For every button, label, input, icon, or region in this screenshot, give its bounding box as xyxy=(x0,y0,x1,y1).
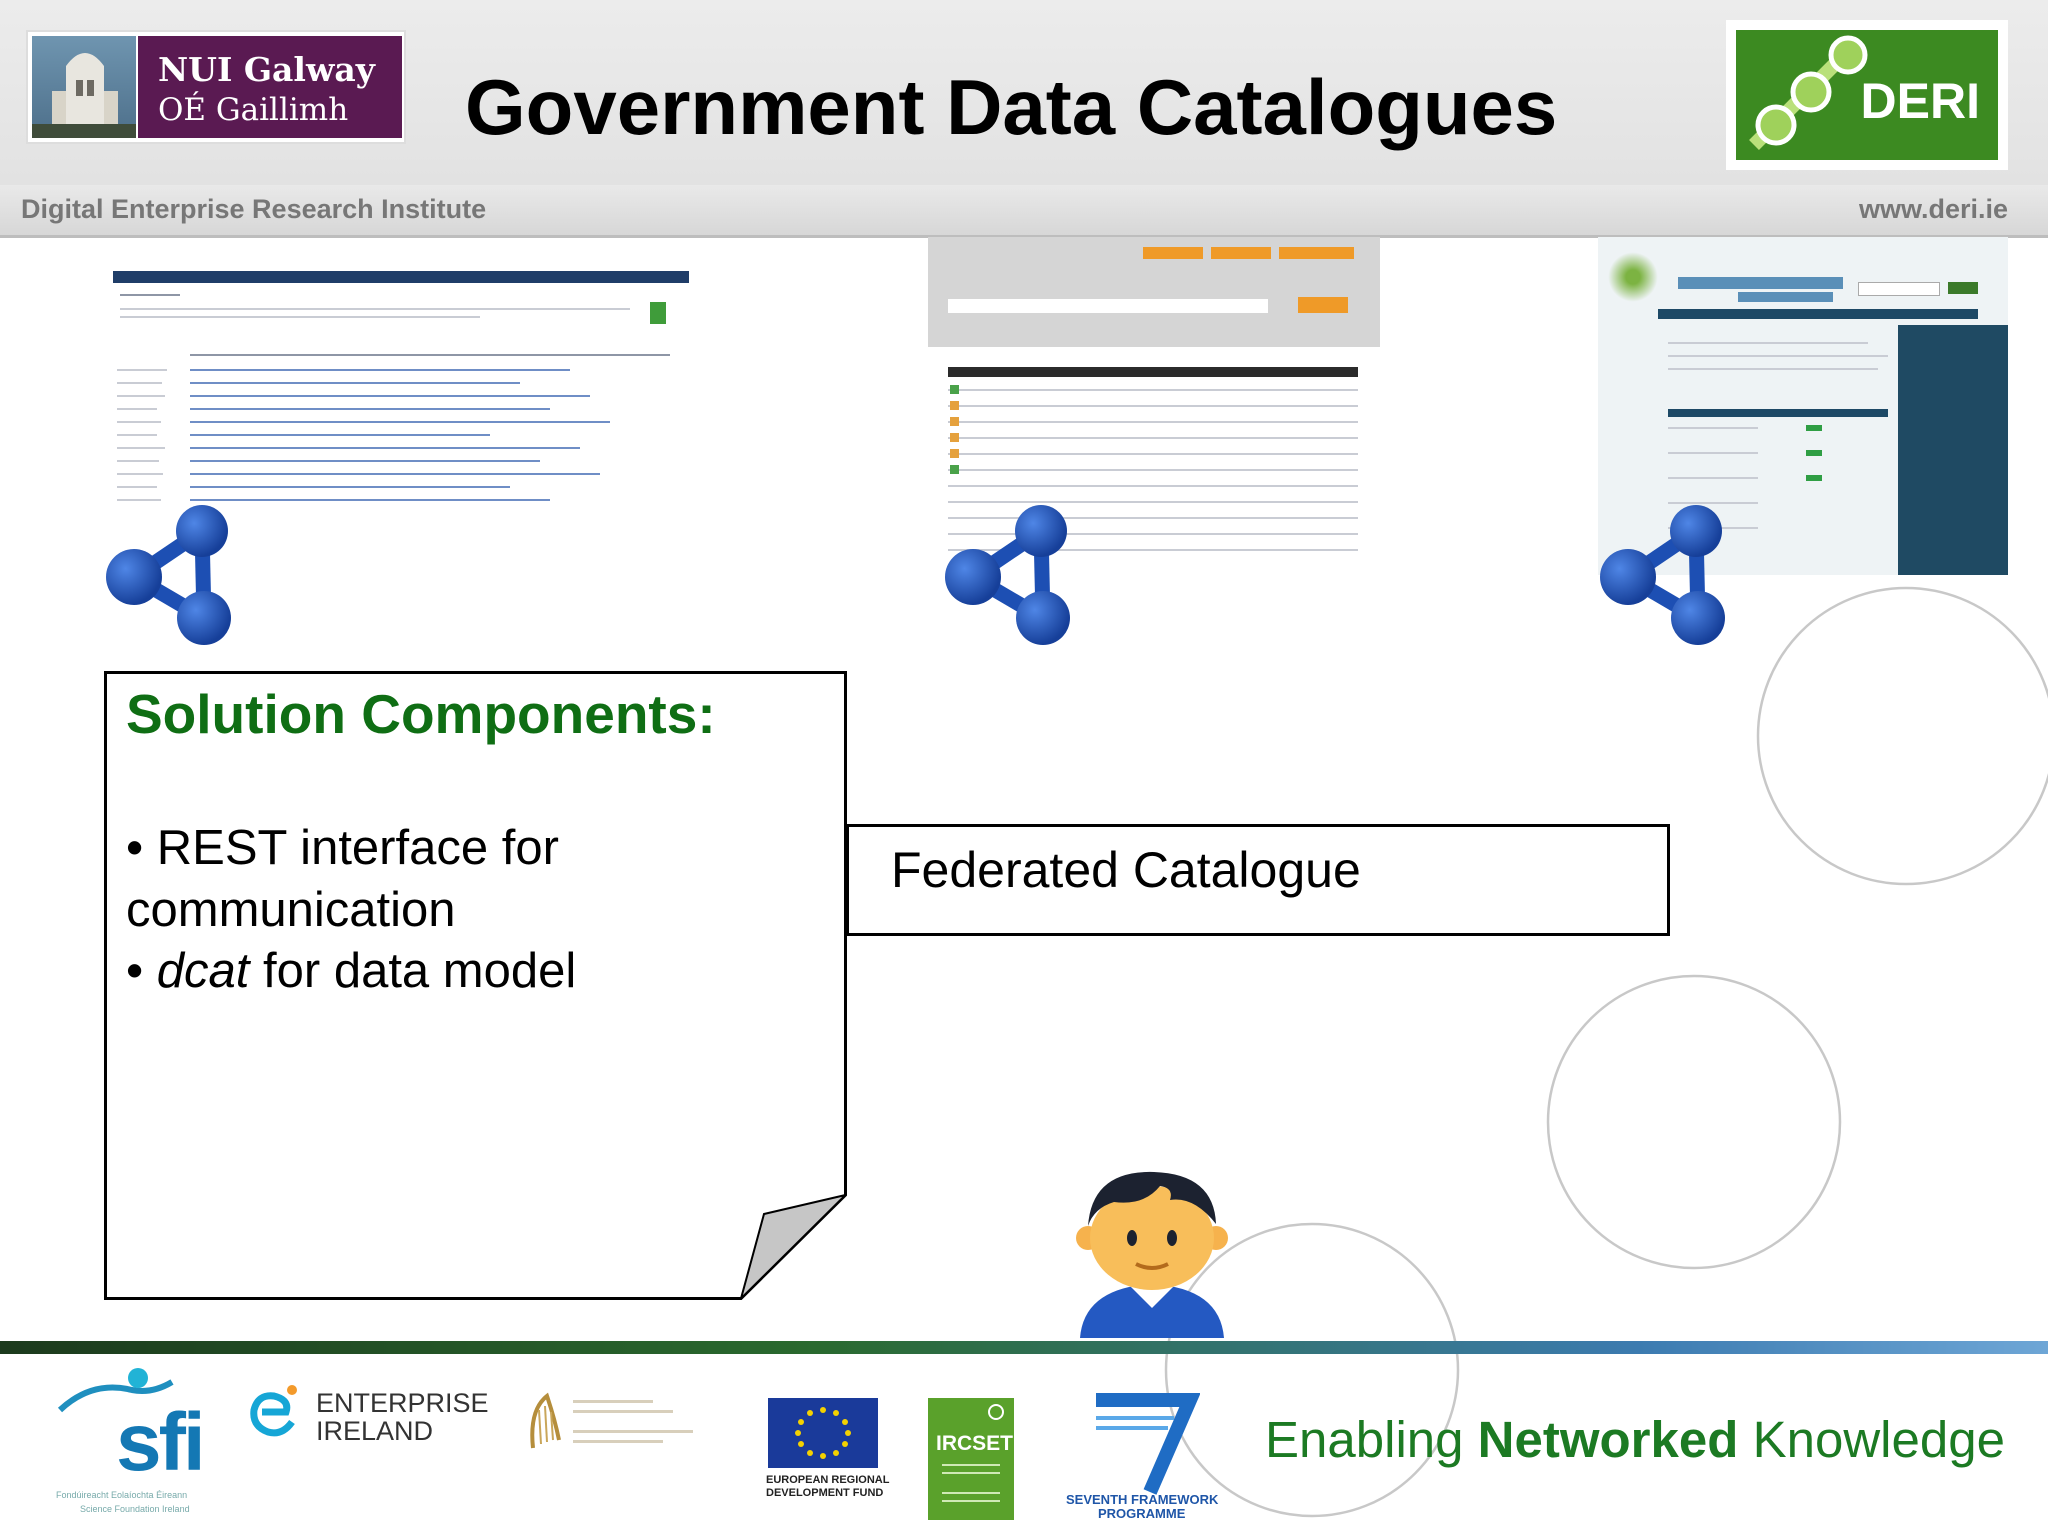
enterprise-ireland-line1: ENTERPRISE xyxy=(316,1388,489,1418)
screenshot-sidebar xyxy=(1898,325,2008,575)
tagline: Enabling Networked Knowledge xyxy=(1265,1410,2005,1469)
sfi-english-name: Science Foundation Ireland xyxy=(80,1504,190,1514)
screenshot-badge xyxy=(650,302,666,324)
bullet-dcat-text: for data model xyxy=(249,944,577,998)
sfi-irish-name: Fondúireacht Eolaíochta Éireann xyxy=(56,1490,188,1500)
solution-components-box xyxy=(104,671,847,1300)
ircset-name: IRCSET xyxy=(936,1432,1014,1455)
eu-flag-icon xyxy=(768,1398,878,1468)
solution-heading: Solution Components: xyxy=(126,683,716,745)
erdf-line1: EUROPEAN REGIONAL xyxy=(766,1474,890,1486)
sfi-wordmark: sfi xyxy=(116,1397,206,1488)
fp7-line1: SEVENTH FRAMEWORK xyxy=(1066,1492,1219,1507)
footer-band xyxy=(0,1341,2048,1354)
ircset-emblem-icon xyxy=(988,1404,1004,1420)
institute-name: Digital Enterprise Research Institute xyxy=(21,194,487,224)
share-icon xyxy=(1600,505,1725,645)
harp-icon xyxy=(530,1392,561,1449)
share-icon xyxy=(106,505,231,645)
slide-header: NUI Galway OÉ Gaillimh Government Data C… xyxy=(0,0,2048,185)
slide-title: Government Data Catalogues xyxy=(465,63,1558,151)
catalogue-screenshot-2 xyxy=(928,237,1380,572)
federated-catalogue-box: Federated Catalogue xyxy=(846,824,1670,936)
person-icon xyxy=(1076,1171,1228,1338)
university-name-box: NUI Galway OÉ Gaillimh xyxy=(138,36,402,138)
fp7-line2: PROGRAMME xyxy=(1098,1506,1186,1521)
deri-logo: DERI xyxy=(1726,20,2008,170)
website-url: www.deri.ie xyxy=(1858,194,2008,224)
university-tower-image xyxy=(32,36,136,138)
sfi-swoosh-icon xyxy=(57,1368,174,1413)
bullet-dcat: • dcat for data model xyxy=(126,943,576,999)
tagline-networked: Networked xyxy=(1477,1411,1739,1468)
tagline-knowledge: Knowledge xyxy=(1738,1411,2005,1468)
enterprise-ireland-logo: ENTERPRISE IRELAND xyxy=(246,1378,489,1448)
sfi-logo: sfi Fondúireacht Eolaíochta Éireann Scie… xyxy=(52,1360,212,1520)
federated-catalogue-label: Federated Catalogue xyxy=(891,842,1361,898)
nui-galway-logo: NUI Galway OÉ Gaillimh xyxy=(26,30,406,144)
fp7-seven-icon xyxy=(1096,1393,1200,1495)
eu-erdf-logo: EUROPEAN REGIONAL DEVELOPMENT FUND xyxy=(764,1398,889,1499)
institute-bar: Digital Enterprise Research Institute ww… xyxy=(0,185,2048,238)
catalogue-screenshot-1 xyxy=(105,264,705,522)
dcat-term: dcat xyxy=(156,944,250,998)
bullet-marker: • xyxy=(126,944,157,998)
screenshot-navbar xyxy=(113,271,689,283)
tower-drawing xyxy=(32,53,136,138)
screenshot-logo xyxy=(1608,252,1658,302)
bullet-rest-interface-continued: communication xyxy=(126,883,456,937)
university-name-english: NUI Galway xyxy=(158,50,375,89)
erdf-line2: DEVELOPMENT FUND xyxy=(766,1487,884,1499)
deri-logo-text: DERI xyxy=(1860,73,1980,129)
fp7-logo: SEVENTH FRAMEWORK PROGRAMME xyxy=(1060,1392,1220,1522)
university-name-irish: OÉ Gaillimh xyxy=(158,92,349,128)
deri-network-icon xyxy=(1749,35,1868,150)
ircset-logo: IRCSET xyxy=(928,1398,1014,1520)
irish-government-logo xyxy=(525,1390,710,1460)
tagline-enabling: Enabling xyxy=(1265,1411,1478,1468)
enterprise-ireland-line2: IRELAND xyxy=(316,1416,434,1446)
screenshot-table-header xyxy=(948,367,1358,377)
share-icon xyxy=(945,505,1070,645)
bullet-rest-interface: • REST interface for xyxy=(126,821,559,875)
catalogue-screenshot-3 xyxy=(1598,237,2008,575)
deri-logo-background: DERI xyxy=(1736,30,1998,160)
enterprise-ireland-e-icon xyxy=(250,1385,297,1437)
